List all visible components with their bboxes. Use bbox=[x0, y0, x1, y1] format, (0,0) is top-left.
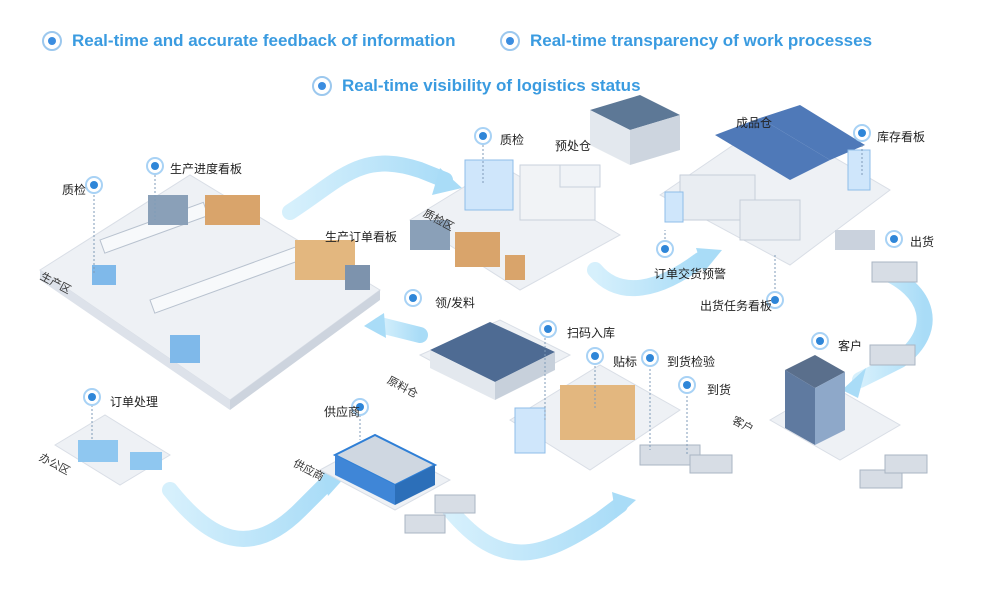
flow-qc-to-finished bbox=[587, 252, 708, 297]
flow-production-to-qc bbox=[282, 155, 453, 220]
supplier-trucks bbox=[404, 494, 476, 534]
production-area-platform bbox=[39, 174, 381, 410]
finished-goods-warehouse bbox=[659, 105, 891, 266]
pin-order-processing-icon bbox=[83, 388, 101, 406]
label-finished-goods-warehouse: 成品仓 bbox=[736, 116, 773, 130]
warehouse-top bbox=[559, 95, 680, 188]
supplier-building bbox=[318, 433, 452, 511]
label-labeling: 贴标 bbox=[613, 355, 638, 369]
raw-material-warehouse bbox=[418, 319, 572, 400]
label-quality-check-center: 质检 bbox=[500, 133, 525, 147]
pin-scan-inbound-icon bbox=[539, 320, 557, 338]
shipping-trucks bbox=[869, 261, 918, 366]
pin-arrival-icon bbox=[678, 376, 696, 394]
flow-office-to-supplier bbox=[162, 472, 338, 547]
label-shipping: 出货 bbox=[910, 235, 935, 249]
legend-item-transparency: Real-time transparency of work processes bbox=[500, 31, 872, 51]
label-material-issue: 领/发料 bbox=[435, 296, 476, 310]
label-supplier: 供应商 bbox=[324, 405, 361, 419]
pin-order-delivery-warning-icon bbox=[656, 240, 674, 258]
label-arrival: 到货 bbox=[707, 383, 732, 397]
customer-trucks bbox=[859, 454, 928, 489]
receiving-area bbox=[509, 364, 733, 474]
pin-customer-icon bbox=[811, 332, 829, 350]
legend-item-feedback: Real-time and accurate feedback of infor… bbox=[42, 31, 456, 51]
pin-shipping-task-board-icon bbox=[766, 291, 784, 309]
pin-inventory-board-icon bbox=[853, 124, 871, 142]
pin-material-issue-icon bbox=[404, 289, 422, 307]
label-production-order-board: 生产订单看板 bbox=[325, 230, 398, 244]
customer-building bbox=[769, 355, 901, 461]
pin-production-progress-icon bbox=[146, 157, 164, 175]
label-inventory-board: 库存看板 bbox=[877, 130, 926, 144]
pin-quality-check-left-icon bbox=[85, 176, 103, 194]
label-arrival-inspection: 到货检验 bbox=[667, 355, 716, 369]
flow-arrowheads bbox=[322, 168, 866, 518]
label-scan-inbound: 扫码入库 bbox=[567, 326, 616, 340]
pin-shipping-icon bbox=[885, 230, 903, 248]
legend-item-visibility: Real-time visibility of logistics status bbox=[312, 76, 641, 96]
pin-labeling-icon bbox=[586, 347, 604, 365]
qc-area-platform bbox=[409, 159, 622, 291]
label-warehouse-top: 预处仓 bbox=[555, 139, 592, 153]
flow-supplier-to-arrival bbox=[442, 497, 628, 561]
office-area bbox=[54, 414, 171, 486]
legend-bullet-icon bbox=[500, 31, 520, 51]
flow-warehouse-to-production bbox=[372, 317, 428, 343]
label-shipping-task-board: 出货任务看板 bbox=[700, 299, 773, 313]
legend-bullet-icon bbox=[42, 31, 62, 51]
pin-arrival-inspection-icon bbox=[641, 349, 659, 367]
label-order-processing: 订单处理 bbox=[110, 395, 159, 409]
label-quality-check-left: 质检 bbox=[62, 183, 87, 197]
legend-bullet-icon bbox=[312, 76, 332, 96]
label-production-progress-board: 生产进度看板 bbox=[170, 162, 243, 176]
pin-supplier-icon bbox=[351, 398, 369, 416]
pin-quality-check-center-icon bbox=[474, 127, 492, 145]
label-customer: 客户 bbox=[838, 339, 863, 353]
flow-arrows bbox=[162, 155, 933, 561]
label-order-delivery-warning: 订单交货预警 bbox=[654, 267, 727, 281]
